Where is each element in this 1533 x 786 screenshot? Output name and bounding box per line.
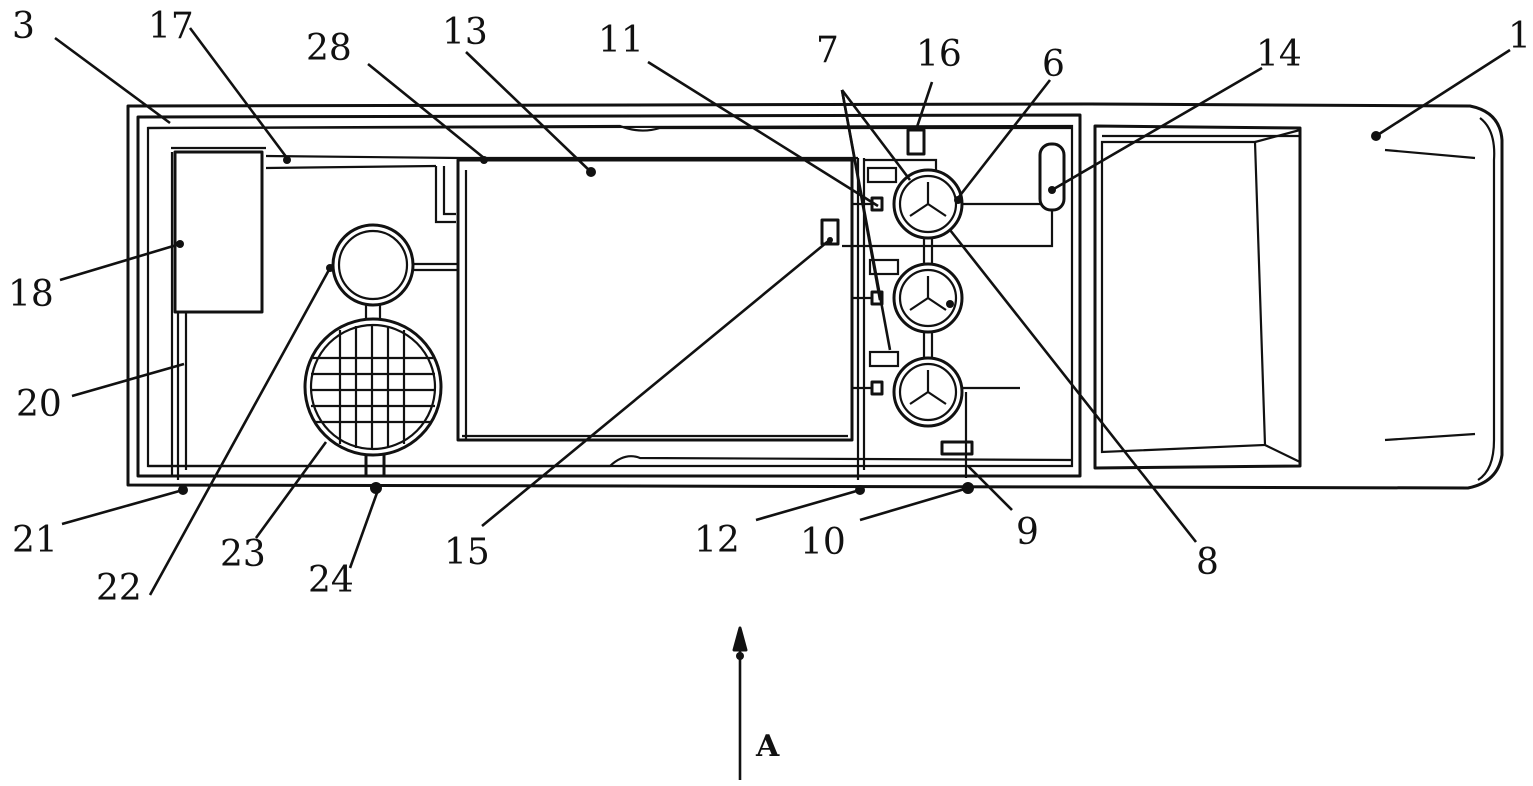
callout-8: 8 [1196, 542, 1219, 583]
leader-lines [54, 27, 1511, 596]
pipe-17 [265, 154, 858, 160]
tank-14 [842, 142, 1066, 248]
callout-11: 11 [598, 20, 644, 61]
callout-9: 9 [1016, 512, 1039, 553]
callout-14: 14 [1256, 34, 1302, 75]
valves-7 [852, 166, 900, 396]
callout-7: 7 [816, 30, 839, 71]
callout-17: 17 [148, 6, 194, 47]
cab [1093, 117, 1496, 481]
view-arrow-a: A [732, 626, 780, 780]
callout-1: 1 [1508, 16, 1531, 57]
filter-23 [303, 317, 443, 494]
callout-12: 12 [694, 520, 740, 561]
cabinet-18 [171, 146, 266, 314]
fan-stack [892, 168, 964, 428]
callout-6: 6 [1042, 44, 1065, 85]
callout-10: 10 [800, 522, 846, 563]
callout-20: 20 [16, 384, 62, 425]
callout-13: 13 [442, 12, 488, 53]
callout-21: 21 [12, 520, 58, 561]
callout-23: 23 [220, 534, 266, 575]
callout-18: 18 [8, 274, 54, 315]
tank-13 [434, 156, 854, 442]
callout-labels: 1 3 6 7 8 9 10 11 12 13 14 15 16 17 18 2… [8, 6, 1531, 609]
callout-15: 15 [444, 532, 490, 573]
sensor-16 [864, 128, 938, 170]
callout-24: 24 [308, 560, 354, 601]
callout-28: 28 [306, 28, 352, 69]
vehicle-body [126, 102, 1504, 490]
view-arrow-label: A [755, 729, 780, 764]
callout-3: 3 [12, 6, 35, 47]
pump-22 [326, 223, 458, 318]
callout-16: 16 [916, 34, 962, 75]
callout-22: 22 [96, 568, 142, 609]
